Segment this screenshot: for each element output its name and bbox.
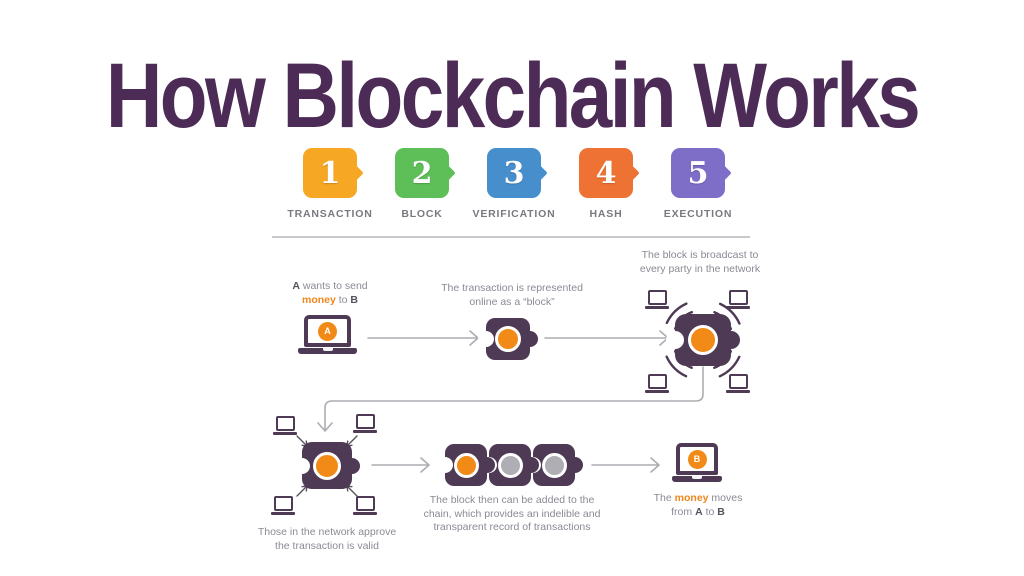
network-laptop-icon: [645, 374, 669, 393]
block-icon: [486, 318, 530, 360]
laptop-icon-receiver: B: [672, 443, 722, 482]
badge-pointer: [345, 163, 364, 183]
laptop-base: [353, 430, 377, 433]
laptop-base: [726, 390, 750, 393]
block-token: [453, 452, 479, 478]
sender-token: A: [318, 321, 337, 341]
badge-pointer: [529, 163, 548, 183]
block-token: [313, 451, 341, 480]
network-laptop-icon: [353, 414, 377, 433]
divider-line: [272, 236, 750, 238]
laptop-base: [672, 476, 722, 482]
arrow-block-to-broadcast: [544, 330, 669, 346]
laptop-screen: [647, 374, 667, 389]
page-title: How Blockchain Works: [105, 45, 921, 147]
network-laptop-icon: [273, 416, 297, 435]
chain-block-icon: [533, 444, 575, 486]
step-1-label: TRANSACTION: [287, 208, 373, 220]
step-3-number: 3: [503, 155, 525, 191]
chain-block-icon: [489, 444, 531, 486]
block-token: [495, 326, 521, 352]
sender-letter: A: [324, 326, 331, 336]
laptop-screen: B: [676, 443, 718, 475]
step-4-label: HASH: [589, 208, 623, 220]
laptop-screen: A: [304, 315, 351, 347]
step-5-badge: 5: [671, 148, 732, 198]
network-laptop-icon: [645, 290, 669, 309]
step-2-label: BLOCK: [401, 208, 443, 220]
badge-pointer: [621, 163, 640, 183]
laptop-base: [353, 512, 377, 515]
laptop-base: [273, 432, 297, 435]
step-1-number: 1: [319, 155, 341, 191]
laptop-screen: [355, 414, 375, 429]
receiver-letter: B: [693, 454, 701, 464]
step-4-badge: 4: [579, 148, 640, 198]
laptop-screen: [728, 374, 748, 389]
network-laptop-icon: [726, 374, 750, 393]
block-token-gray: [497, 452, 523, 478]
approval-block-icon: [302, 442, 352, 489]
network-laptop-icon: [271, 496, 295, 515]
step-4-number: 4: [595, 155, 617, 191]
laptop-base: [726, 306, 750, 309]
laptop-screen: [355, 496, 375, 511]
laptop-base: [298, 348, 357, 354]
broadcast-block-icon: [675, 314, 731, 366]
step-hash: 4 HASH: [560, 148, 652, 220]
laptop-screen: [275, 416, 295, 431]
laptop-icon-sender: A: [298, 315, 357, 354]
step-5-label: EXECUTION: [663, 208, 733, 220]
arrow-approval-to-chain: [371, 457, 430, 473]
step-execution: 5 EXECUTION: [652, 148, 744, 220]
chain-block-icon: [445, 444, 487, 486]
laptop-screen: [273, 496, 293, 511]
step-3-badge: 3: [487, 148, 548, 198]
step-2-badge: 2: [395, 148, 456, 198]
receiver-token: B: [687, 449, 707, 469]
badge-pointer: [713, 163, 732, 183]
step-5-number: 5: [687, 155, 709, 191]
step-block: 2 BLOCK: [376, 148, 468, 220]
step-3-label: VERIFICATION: [472, 208, 556, 220]
block-token: [688, 325, 718, 355]
step-2-number: 2: [411, 155, 433, 191]
step-1-badge: 1: [303, 148, 364, 198]
arrow-sender-to-block: [367, 330, 479, 346]
step-verification: 3 VERIFICATION: [468, 148, 560, 220]
network-laptop-icon: [726, 290, 750, 309]
laptop-screen: [728, 290, 748, 305]
laptop-screen: [647, 290, 667, 305]
arrow-chain-to-receiver: [591, 457, 660, 473]
block-token-gray: [541, 452, 567, 478]
step-transaction: 1 TRANSACTION: [284, 148, 376, 220]
badge-pointer: [437, 163, 456, 183]
laptop-base: [645, 390, 669, 393]
network-laptop-icon: [353, 496, 377, 515]
laptop-base: [271, 512, 295, 515]
laptop-base: [645, 306, 669, 309]
